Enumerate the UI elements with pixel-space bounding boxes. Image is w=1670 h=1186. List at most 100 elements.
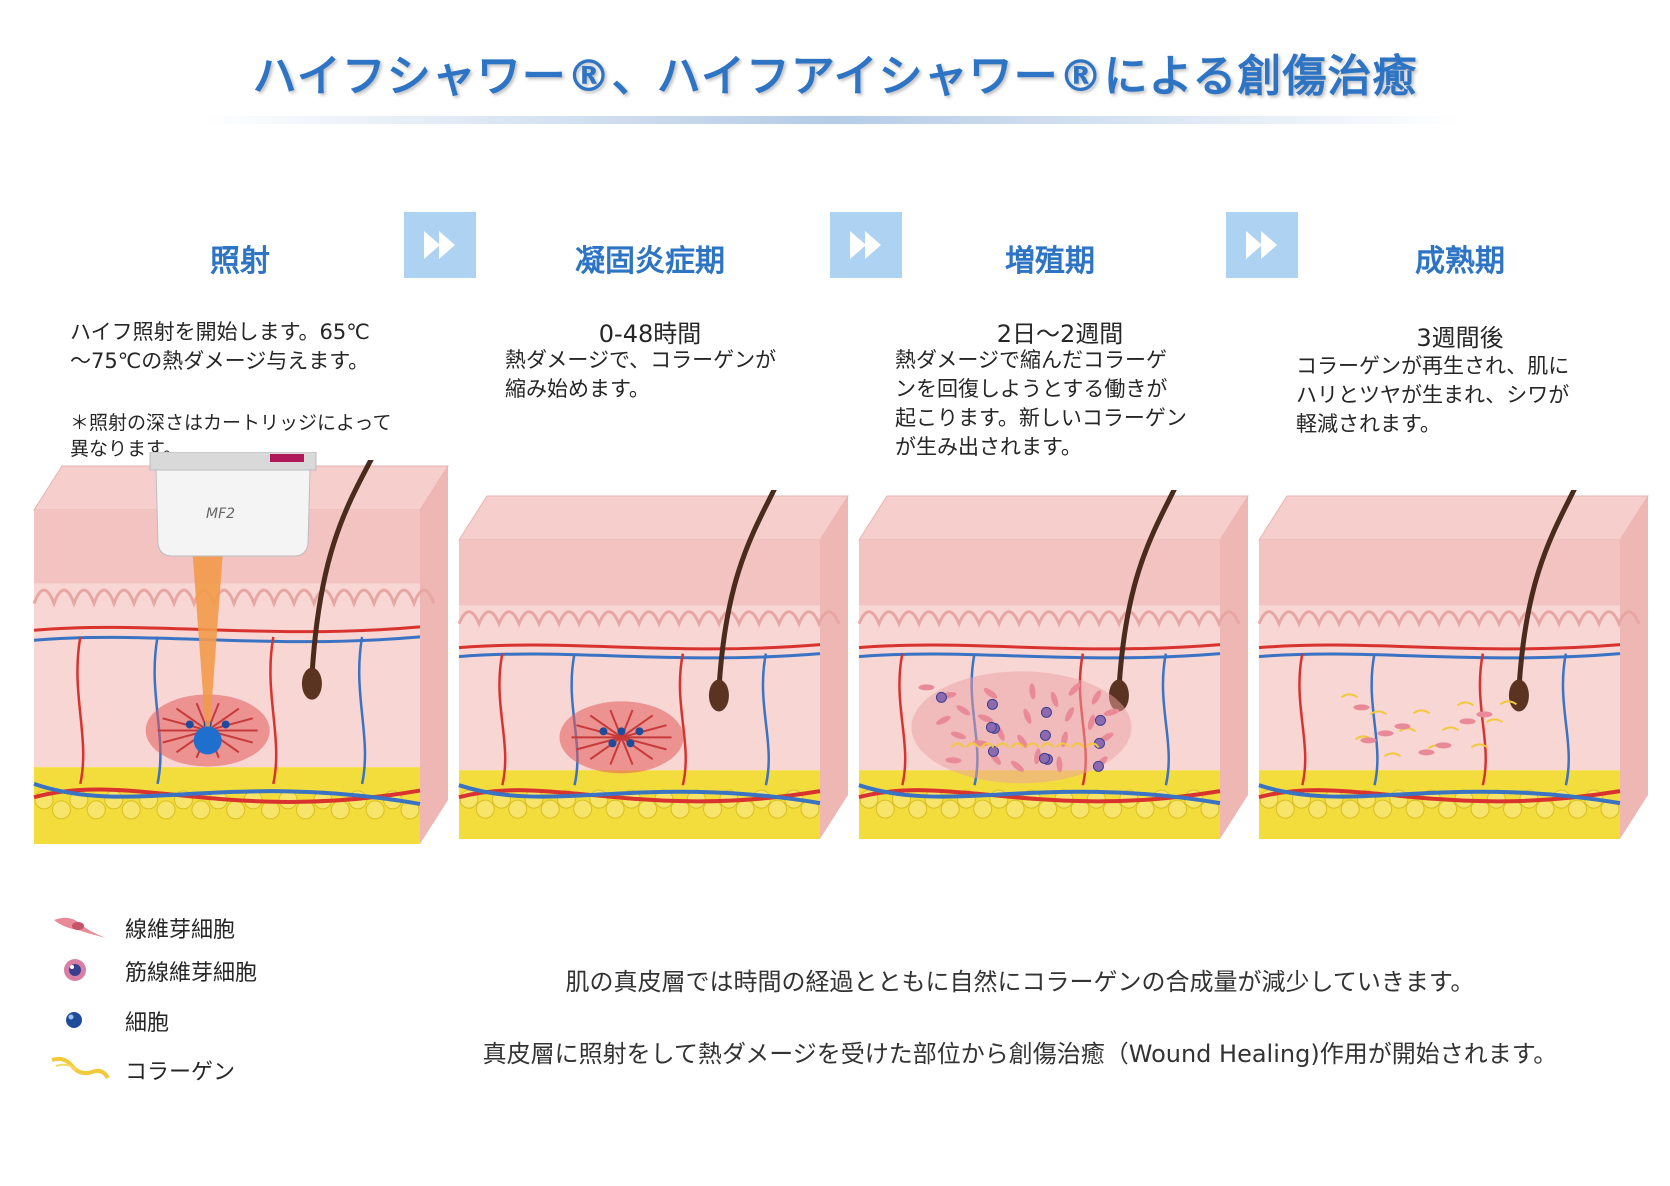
- fat-globule: [1135, 799, 1155, 819]
- mature-collagen: [1369, 710, 1388, 716]
- next-arrow-icon: [1226, 212, 1298, 278]
- myofibroblast: [935, 691, 947, 703]
- hair-follicle: [708, 679, 729, 712]
- myofibroblast: [987, 745, 999, 757]
- skin-top-face: [858, 495, 1249, 541]
- collagen-fiber: [620, 736, 634, 766]
- footer-text-line: 真皮層に照射をして熱ダメージを受けた部位から創傷治癒（Wound Healing…: [482, 1040, 1558, 1068]
- cell-marker: [626, 739, 635, 748]
- hair-follicle: [301, 667, 322, 700]
- mature-collagen: [1412, 709, 1431, 715]
- vessel-branch: [357, 636, 367, 785]
- regeneration-zone: [911, 671, 1132, 784]
- fibroblast: [1353, 704, 1370, 711]
- cell-marker: [221, 720, 230, 729]
- fat-globule: [1038, 799, 1058, 819]
- dermal-border: [457, 610, 841, 628]
- fat-globule: [330, 800, 350, 820]
- fibroblast: [1010, 760, 1024, 772]
- collagen-fiber: [175, 707, 209, 732]
- new-collagen: [1085, 742, 1100, 748]
- cell-marker: [185, 720, 194, 729]
- stage-description-irradiation: ハイフ照射を開始します。65℃ 〜75℃の熱ダメージ与えます。: [70, 320, 370, 373]
- fibroblast: [1476, 711, 1493, 718]
- fibroblast: [1029, 683, 1036, 700]
- fibroblast: [1034, 748, 1041, 765]
- fibroblast: [1056, 756, 1063, 773]
- fat-globule: [638, 799, 658, 819]
- fibroblast: [950, 731, 967, 740]
- skin-top-face: [458, 495, 849, 541]
- collagen-fiber: [207, 717, 254, 732]
- fat-globule: [121, 800, 141, 820]
- fibroblast: [956, 705, 971, 716]
- new-collagen: [995, 742, 1010, 748]
- skin-diagram-maturation: [1257, 490, 1649, 839]
- fat-globule: [156, 800, 176, 820]
- fat-globule: [1340, 799, 1360, 819]
- vessel-branch: [678, 653, 687, 786]
- fat-globule: [573, 799, 593, 819]
- collagen-fiber: [620, 736, 654, 761]
- cell-icon: [66, 1012, 82, 1028]
- deep-vein: [33, 781, 421, 806]
- stage-title-inflammation: 凝固炎症期: [575, 244, 725, 279]
- artery: [458, 643, 821, 651]
- fibroblast: [1091, 690, 1102, 705]
- collagen-fiber: [207, 707, 240, 732]
- collagen-fiber: [589, 736, 623, 761]
- hair-shaft: [1116, 490, 1177, 690]
- fat-globule: [1405, 799, 1425, 819]
- deep-artery: [1258, 788, 1621, 804]
- title-underline: [200, 116, 1460, 124]
- fat-globule: [1535, 799, 1555, 819]
- stage-time-maturation: 3週間後: [1416, 324, 1504, 352]
- mature-collagen: [1340, 693, 1359, 699]
- fat-globule: [1568, 799, 1588, 819]
- collagen-fiber: [162, 717, 208, 732]
- deep-vein: [1258, 783, 1621, 806]
- legend-item: 線維芽細胞: [50, 910, 370, 944]
- legend-item: 細胞: [50, 1003, 370, 1037]
- fibroblast-icon: [54, 917, 106, 938]
- fat-globule: [86, 800, 106, 820]
- legend-item: 筋線維芽細胞: [50, 953, 370, 987]
- vessel-branch: [898, 653, 907, 786]
- vessel-branch: [1298, 653, 1307, 786]
- myofibroblast: [1038, 752, 1050, 764]
- fat-globule: [191, 800, 211, 820]
- fat-globule: [540, 799, 560, 819]
- fat-globule: [940, 799, 960, 819]
- hair-shaft: [309, 460, 374, 678]
- fat-globule: [226, 800, 246, 820]
- deep-vein: [458, 783, 821, 806]
- fibroblast: [945, 757, 962, 764]
- stage-time-proliferation: 2日〜2週間: [996, 320, 1124, 348]
- myofibroblast-icon: [64, 959, 86, 981]
- mature-collagen: [1456, 701, 1475, 707]
- fat-globule: [1275, 799, 1295, 819]
- stage-title-irradiation: 照射: [210, 244, 270, 279]
- stage-description-proliferation: 熱ダメージで縮んだコラーゲ ンを回復しようとする働きが 起こります。新しいコラー…: [895, 348, 1187, 459]
- fibroblast: [936, 715, 951, 725]
- new-collagen: [1070, 742, 1085, 748]
- fat-globule: [365, 800, 385, 820]
- cell-marker: [617, 727, 626, 736]
- fat-globule: [605, 799, 625, 819]
- stage-description-maturation: コラーゲンが再生され、肌に ハリとツヤが生まれ、シワが 軽減されます。: [1296, 354, 1570, 436]
- mature-collagen: [1470, 743, 1489, 749]
- new-collagen: [1040, 742, 1055, 748]
- focal-point: [193, 726, 222, 755]
- stage-title-proliferation: 増殖期: [1005, 244, 1095, 279]
- mature-collagen: [1499, 700, 1518, 706]
- deep-artery: [858, 788, 1221, 804]
- fibroblast: [1418, 749, 1435, 756]
- legend-item: コラーゲン: [50, 1052, 370, 1086]
- page-title: ハイフシャワー®、ハイフアイシャワー®による創傷治癒: [252, 51, 1418, 102]
- cell-marker: [635, 727, 644, 736]
- deep-artery: [33, 787, 421, 804]
- skin-side-face: [1220, 496, 1248, 839]
- new-collagen: [1055, 742, 1070, 748]
- myofibroblast: [1092, 760, 1104, 772]
- new-collagen: [965, 742, 980, 748]
